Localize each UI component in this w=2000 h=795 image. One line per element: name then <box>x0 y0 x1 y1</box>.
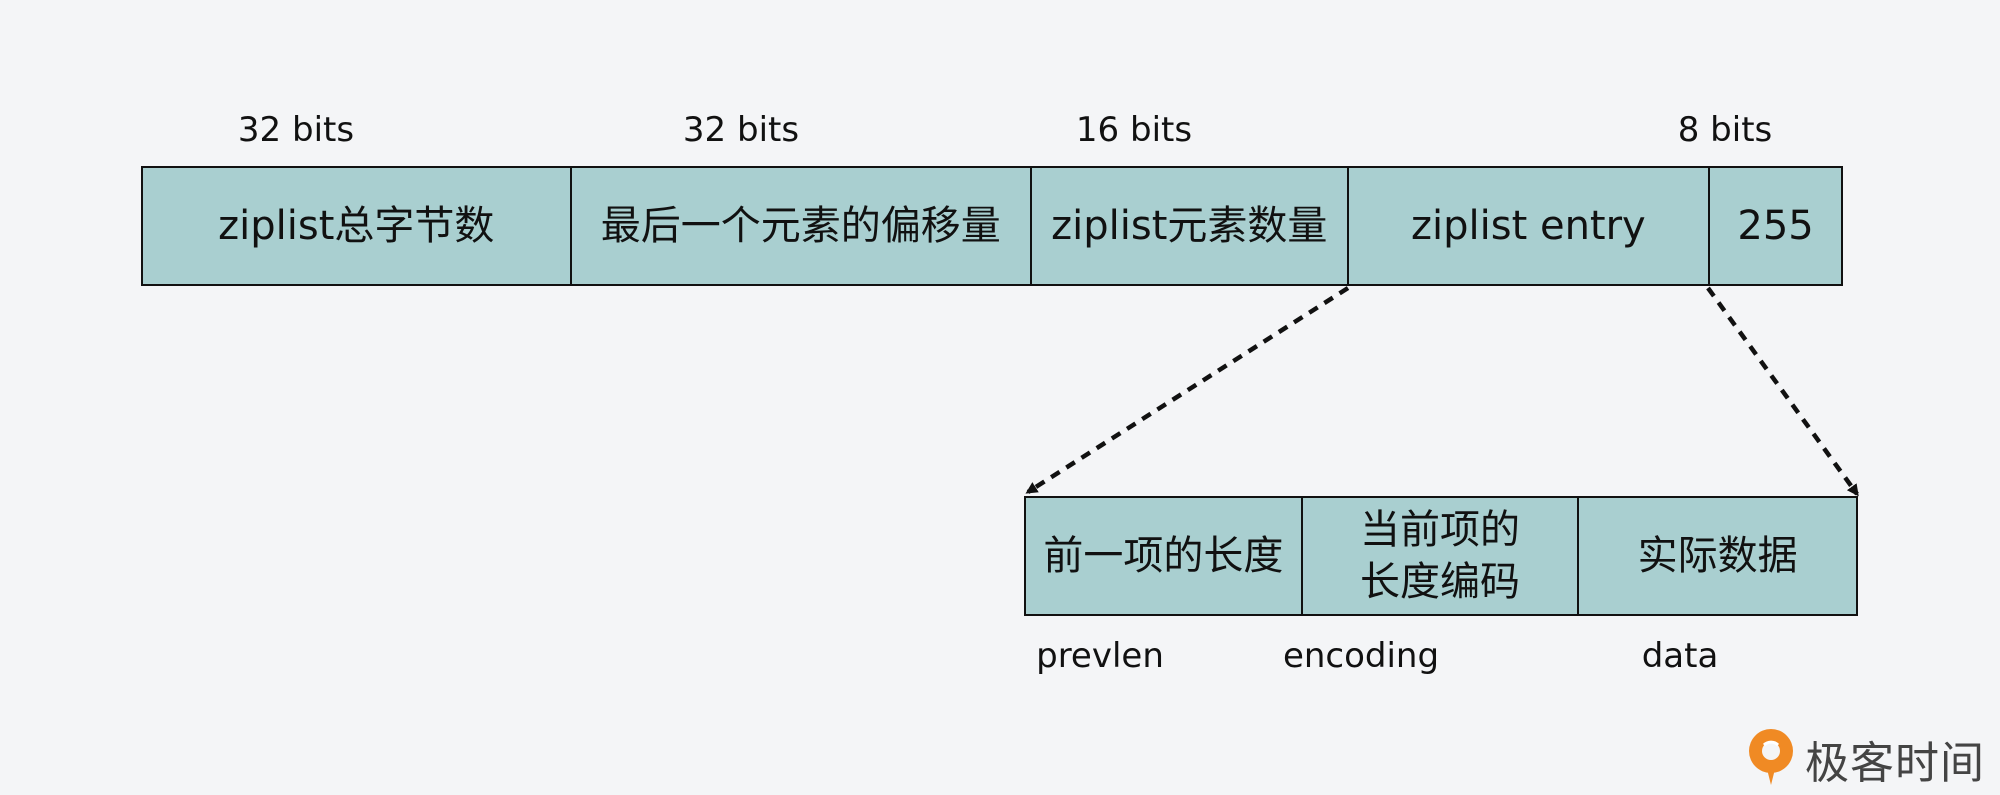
ziplist-end-marker-cell: 255 <box>1737 203 1814 249</box>
ziplist-entry-count-cell: ziplist元素数量 <box>1032 168 1349 284</box>
ziplist-tail-offset-cell: 最后一个元素的偏移量 <box>572 168 1032 284</box>
right-dashed-arrow <box>1706 286 1859 497</box>
bits-label-entry-count: 16 bits <box>1075 110 1193 150</box>
geektime-logo: 极客时间 <box>1745 727 1985 791</box>
entry-prevlen-cell: 前一项的长度 <box>1026 498 1303 614</box>
ziplist-entry-cell: ziplist entry <box>1349 168 1711 284</box>
entry-encoding-line-2: 长度编码 <box>1360 559 1520 605</box>
ziplist-total-bytes-cell: ziplist总字节数 <box>143 168 572 284</box>
left-dashed-arrow <box>1025 286 1350 494</box>
bits-label-end-marker: 8 bits <box>1677 110 1773 150</box>
entry-encoding-line-1: 当前项的 <box>1360 507 1520 553</box>
bits-label-total-bytes: 32 bits <box>237 110 355 150</box>
entry-data-cell: 实际数据 <box>1637 533 1798 579</box>
entry-name-encoding: encoding <box>1282 636 1440 676</box>
entry-name-prevlen: prevlen <box>1036 636 1164 676</box>
entry-structure-row: 前一项的长度 当前项的 长度编码 实际数据 <box>1024 496 1858 616</box>
geektime-logo-icon <box>1745 727 1797 791</box>
entry-encoding-cell: 当前项的 长度编码 <box>1303 498 1580 614</box>
ziplist-structure-row: ziplist总字节数 最后一个元素的偏移量 ziplist元素数量 zipli… <box>141 166 1843 286</box>
entry-name-data: data <box>1641 636 1719 676</box>
geektime-logo-text: 极客时间 <box>1805 738 1985 789</box>
bits-label-tail-offset: 32 bits <box>682 110 800 150</box>
